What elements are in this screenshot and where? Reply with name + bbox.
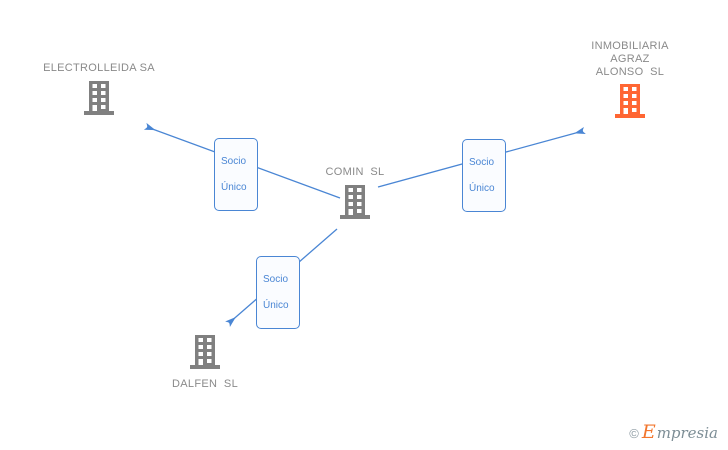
node-label-dalfen: DALFEN SL <box>172 378 238 390</box>
edge-label-line2: Único <box>469 183 495 194</box>
node-inmobiliaria-agraz-alonso[interactable]: INMOBILIARIA AGRAZ ALONSO SL <box>550 40 710 120</box>
edge-label-line2: Único <box>221 182 247 193</box>
building-icon <box>550 84 710 120</box>
watermark-brand-initial: E <box>641 421 656 443</box>
node-electrolleida[interactable]: ELECTROLLEIDA SA <box>19 62 179 117</box>
node-dalfen[interactable]: DALFEN SL <box>125 335 285 391</box>
watermark-empresia: © E mpresia <box>629 421 718 443</box>
node-label-inmobiliaria-line1: INMOBILIARIA <box>591 40 669 52</box>
edge-label-line1: Socio <box>221 156 247 167</box>
edge-label-comin-to-inmobiliaria[interactable]: Socio Único <box>462 139 506 212</box>
edge-label-line2: Único <box>263 300 289 311</box>
building-icon <box>125 335 285 371</box>
node-label-comin: COMIN SL <box>325 166 385 178</box>
node-label-electrolleida: ELECTROLLEIDA SA <box>43 62 155 74</box>
edge-label-line1: Socio <box>469 157 495 168</box>
copyright-icon: © <box>629 426 639 441</box>
edge-label-line1: Socio <box>263 274 289 285</box>
node-comin[interactable]: COMIN SL <box>275 166 435 221</box>
watermark-brand-rest: mpresia <box>656 424 718 442</box>
edge-label-comin-to-electrolleida[interactable]: Socio Único <box>214 138 258 211</box>
building-icon <box>19 81 179 117</box>
node-label-inmobiliaria-line3: ALONSO SL <box>595 66 665 78</box>
node-label-inmobiliaria-line2: AGRAZ <box>610 53 650 65</box>
building-icon <box>275 185 435 221</box>
edge-label-comin-to-dalfen[interactable]: Socio Único <box>256 256 300 329</box>
